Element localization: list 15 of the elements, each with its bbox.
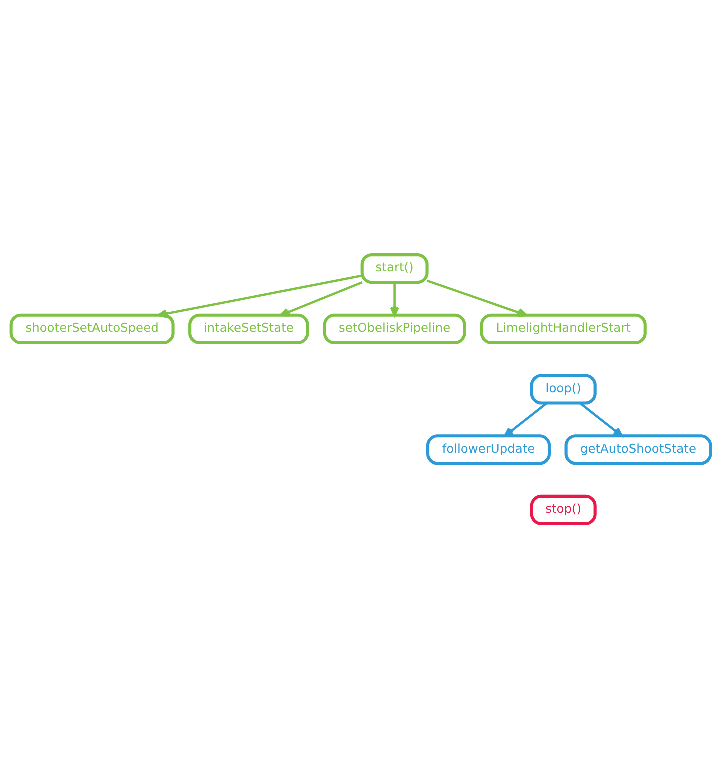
node-box: intakeSetState bbox=[188, 314, 310, 344]
arrow bbox=[158, 274, 362, 318]
node-box: shooterSetAutoSpeed bbox=[10, 314, 175, 344]
node-box: loop() bbox=[530, 374, 597, 405]
node-box: getAutoShootState bbox=[564, 434, 712, 466]
node-box: stop() bbox=[530, 494, 597, 526]
node-box: followerUpdate bbox=[426, 434, 552, 466]
node-box: start() bbox=[360, 254, 429, 284]
arrow bbox=[426, 280, 528, 318]
arrow bbox=[504, 402, 548, 438]
arrow bbox=[280, 282, 363, 317]
arrow bbox=[580, 402, 624, 438]
node-box: setObeliskPipeline bbox=[323, 314, 466, 344]
arrow bbox=[390, 282, 400, 317]
node-box: LimelightHandlerStart bbox=[480, 314, 647, 344]
